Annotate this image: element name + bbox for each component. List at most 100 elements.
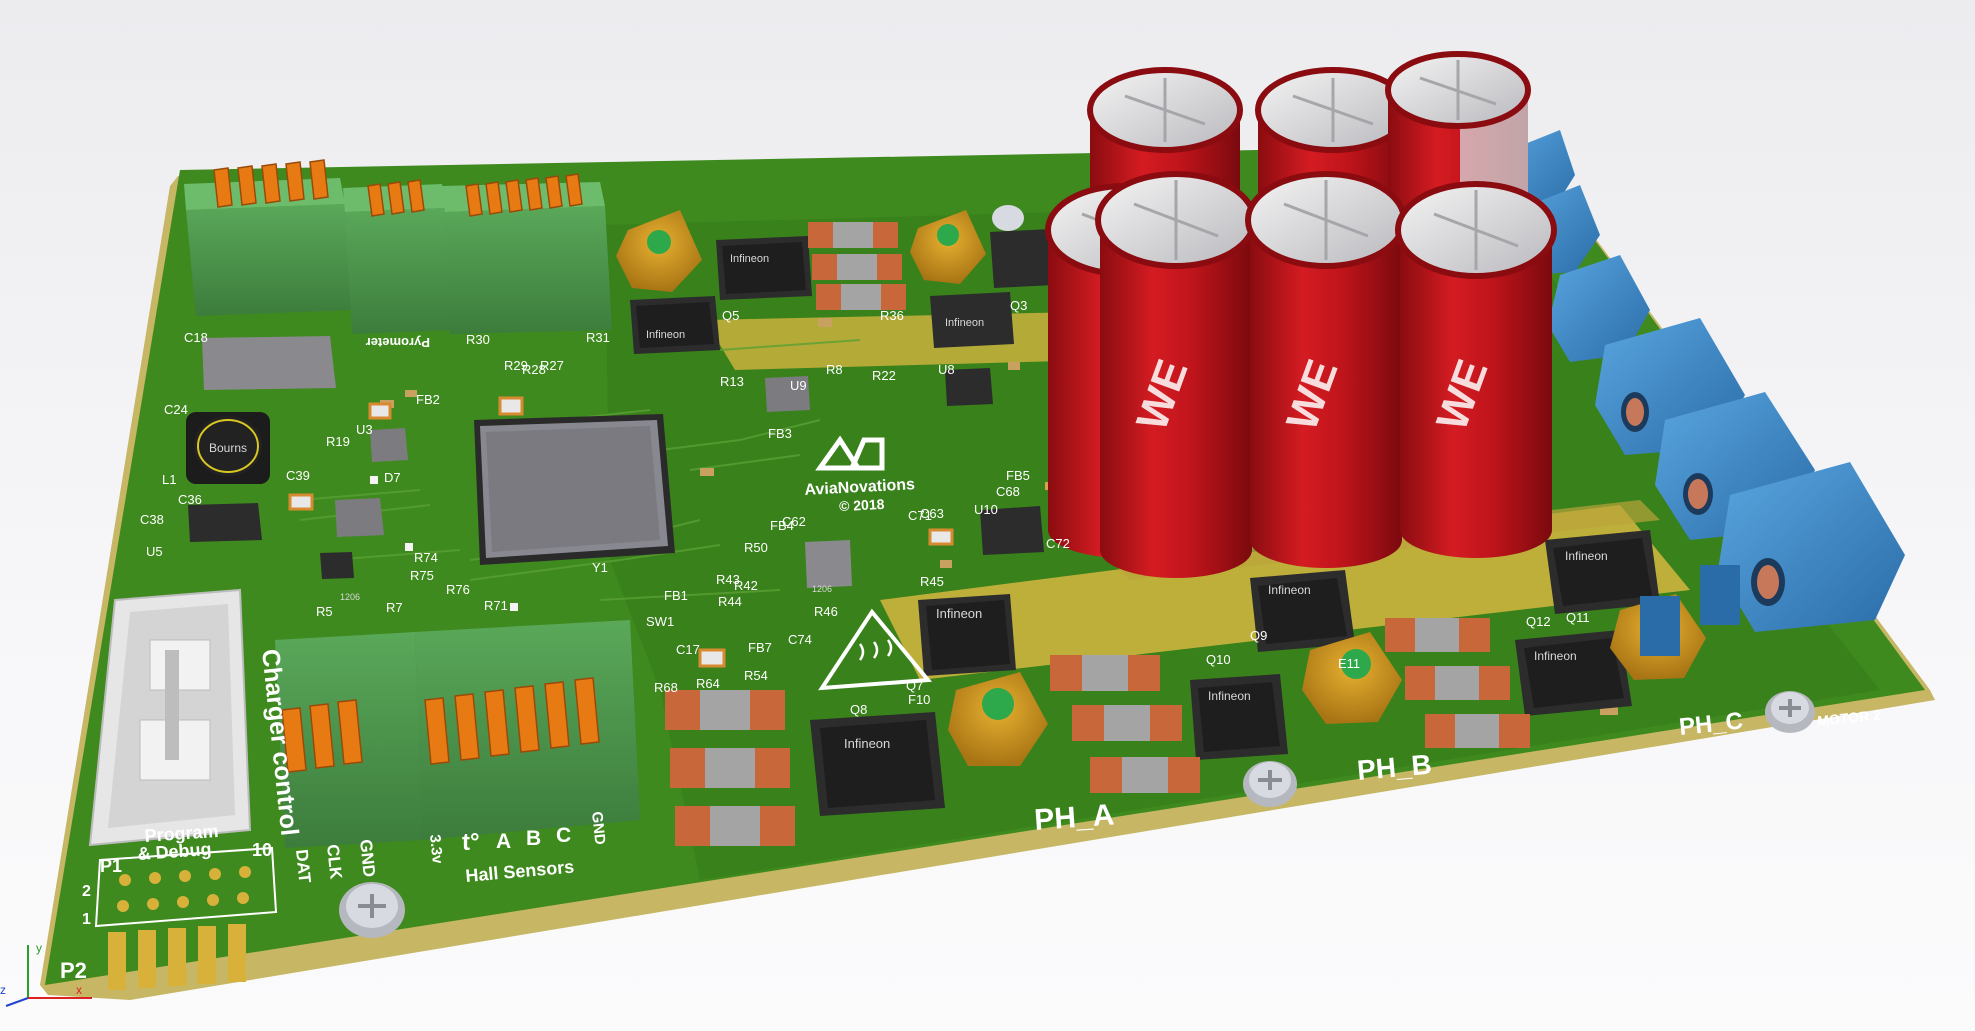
refdes: FB3	[768, 426, 792, 441]
refdes: R43	[716, 572, 740, 587]
capacitor-7: WE	[1395, 181, 1557, 558]
refdes: U9	[790, 378, 807, 393]
refdes: E11	[1338, 656, 1360, 671]
refdes: C68	[996, 484, 1020, 499]
refdes: C36	[178, 492, 202, 507]
refdes: R64	[696, 676, 720, 691]
refdes: R36	[880, 308, 904, 323]
terminal-block-bottom-1	[275, 632, 422, 848]
refdes: R22	[872, 368, 896, 383]
refdes: R7	[386, 600, 403, 615]
refdes: C62	[782, 514, 806, 529]
screws	[339, 205, 1815, 938]
refdes: R44	[718, 594, 742, 609]
refdes: C38	[140, 512, 164, 527]
brand-year: © 2018	[839, 496, 885, 514]
mosfet-marking: Infineon	[936, 606, 982, 621]
refdes: SW1	[646, 614, 674, 629]
header-label-1: 1	[82, 911, 91, 928]
refdes: C63	[920, 506, 944, 521]
axis-x-label: x	[76, 983, 82, 997]
pyrometer-label: Pyrometer	[366, 335, 430, 350]
refdes: R30	[466, 332, 490, 347]
shunt-resistors	[665, 222, 1530, 846]
refdes: FB5	[1006, 468, 1030, 483]
refdes: F10	[908, 692, 930, 707]
refdes: Q7	[906, 678, 923, 693]
pin-label-a: A	[496, 830, 511, 853]
refdes: R42	[734, 578, 758, 593]
idc-connector	[88, 588, 252, 847]
program-header-pads	[94, 846, 278, 990]
mosfet-marking: Infineon	[1268, 583, 1311, 597]
phase-c-label: PH_C	[1678, 707, 1745, 741]
pin-label-gnd: GND	[356, 838, 379, 878]
pin-label-3v3: 3.3v	[426, 834, 446, 865]
hot-surface-warning-icon	[818, 608, 932, 691]
mosfet-marking: Infineon	[945, 317, 984, 329]
refdes: U10	[974, 502, 998, 517]
refdes: L1	[162, 472, 176, 487]
refdes: Q5	[722, 308, 739, 323]
terminal-block-top-1	[184, 159, 352, 316]
refdes: FB2	[416, 392, 440, 407]
refdes: U8	[938, 362, 955, 377]
refdes: R27	[540, 358, 564, 373]
header-label-2: 2	[82, 883, 91, 900]
mosfet-marking: Infineon	[1565, 549, 1608, 563]
capacitor-5: WE	[1095, 171, 1257, 578]
refdes: R28	[522, 362, 546, 377]
refdes: Q3	[1010, 298, 1027, 313]
header-label-10: 10	[252, 840, 272, 860]
refdes: Q8	[850, 702, 867, 717]
refdes: R76	[446, 582, 470, 597]
refdes: R45	[920, 574, 944, 589]
refdes: R46	[814, 604, 838, 619]
resistor-marking: 1206	[340, 592, 360, 602]
refdes: R8	[826, 362, 843, 377]
refdes: C71	[908, 508, 932, 523]
refdes: C17	[676, 642, 700, 657]
refdes: FB1	[664, 588, 688, 603]
header-label-p1: P1	[100, 856, 122, 876]
pin-label-c: C	[556, 824, 571, 847]
refdes: C74	[788, 632, 812, 647]
chip-brand-markings: Infineon Infineon Infineon Infineon Infi…	[340, 253, 1608, 751]
refdes: R19	[326, 434, 350, 449]
pin-label-dat: DAT	[292, 848, 314, 884]
ic-chips	[188, 336, 1044, 588]
refdes: FB4	[770, 518, 794, 533]
refdes: D7	[384, 470, 401, 485]
refdes: Q9	[1250, 628, 1267, 643]
refdes: Q10	[1206, 652, 1231, 667]
refdes: C72	[1046, 536, 1070, 551]
refdes-labels: Q5 Q3 Q8 Q7 Q9 Q10 Q11 Q12 L1 U5 U3 U8 U…	[140, 298, 1590, 717]
capacitor-6: WE	[1245, 171, 1407, 568]
refdes: Y1	[592, 560, 608, 575]
refdes: C39	[286, 468, 310, 483]
mosfet-marking: Infineon	[1208, 689, 1251, 703]
refdes: Q12	[1526, 614, 1551, 629]
refdes: R50	[744, 540, 768, 555]
axis-y-label: y	[36, 941, 42, 955]
refdes: R13	[720, 374, 744, 389]
refdes: R5	[316, 604, 333, 619]
terminal-block-top-2	[343, 179, 450, 334]
refdes: R68	[654, 680, 678, 695]
mosfet-marking: Infineon	[646, 329, 685, 341]
pin-label-clk: CLK	[323, 843, 346, 880]
avianovations-logo-icon	[815, 435, 885, 471]
refdes: C24	[164, 402, 188, 417]
terminal-block-bottom-2	[415, 620, 640, 840]
mosfet-marking: Infineon	[730, 253, 769, 265]
axis-indicator: y x z	[0, 941, 92, 1007]
phase-b-label: PH_B	[1356, 749, 1433, 786]
inductor-marking: Bourns	[209, 441, 247, 455]
refdes: C18	[184, 330, 208, 345]
header-label-p2: P2	[60, 958, 87, 983]
mosfets	[630, 228, 1660, 816]
refdes: R54	[744, 668, 768, 683]
mosfet-marking: Infineon	[1534, 649, 1577, 663]
pin-label-hall-gnd: GND	[588, 811, 608, 846]
phase-a-label: PH_A	[1033, 798, 1115, 837]
